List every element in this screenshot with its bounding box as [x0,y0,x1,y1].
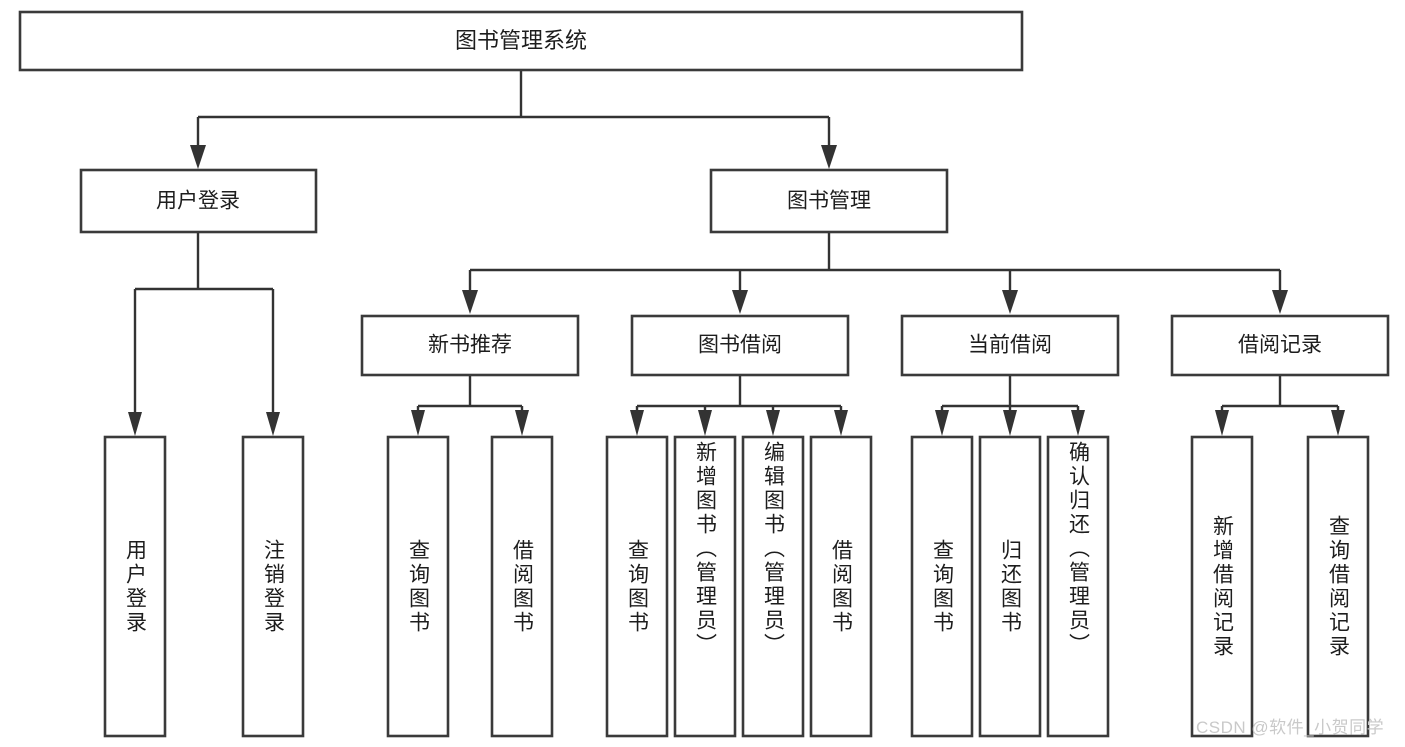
arrow-leaf-query-record [1331,410,1345,436]
node-leaf-logout-login-box[interactable] [241,435,305,738]
node-borrow-record[interactable]: 借阅记录 [1170,314,1390,377]
arrow-to-user-login [190,145,206,169]
node-book-management-label: 图书管理 [787,190,871,213]
node-user-login[interactable]: 用户登录 [79,168,318,234]
arrow-leaf-query-book-2 [630,410,644,436]
connectors-book-borrow-children [630,375,848,436]
leaf-boxes [103,435,1370,738]
arrow-leaf-add-book [698,410,712,436]
arrow-leaf-confirm-return [1071,410,1085,436]
node-leaf-borrow-book-2-box[interactable] [809,435,873,738]
arrow-leaf-borrow-book-1 [515,410,529,436]
arrow-leaf-borrow-book-2 [834,410,848,436]
arrow-to-book-borrow [732,290,748,314]
node-book-management[interactable]: 图书管理 [709,168,949,234]
watermark-text: CSDN @软件_小贺同学 [1196,718,1385,737]
arrow-leaf-add-record [1215,410,1229,436]
arrow-leaf-query-book-3 [935,410,949,436]
node-leaf-add-book-box[interactable] [673,435,737,738]
node-leaf-user-login-box[interactable] [103,435,167,738]
arrow-to-current-borrow [1002,290,1018,314]
connectors-borrow-record-children [1215,375,1345,436]
node-new-book-recommend-box[interactable] [360,314,580,377]
arrow-to-new-book-recommend [462,290,478,314]
node-root[interactable]: 图书管理系统 [18,10,1024,72]
node-user-login-box[interactable] [79,168,318,234]
arrow-to-book-management [821,145,837,169]
node-book-borrow[interactable]: 图书借阅 [630,314,850,377]
node-book-management-box[interactable] [709,168,949,234]
node-leaf-return-book-box[interactable] [978,435,1042,738]
connectors-current-borrow-children [935,375,1085,436]
connectors-new-book-recommend-children [411,375,529,436]
node-borrow-record-box[interactable] [1170,314,1390,377]
node-new-book-recommend[interactable]: 新书推荐 [360,314,580,377]
node-borrow-record-label: 借阅记录 [1238,334,1322,357]
node-book-borrow-box[interactable] [630,314,850,377]
node-new-book-recommend-label: 新书推荐 [428,334,512,357]
connectors-level1 [190,70,837,169]
node-user-login-label: 用户登录 [156,190,240,213]
node-current-borrow-box[interactable] [900,314,1120,377]
arrow-leaf-user-login [128,412,142,436]
node-leaf-query-book-1-box[interactable] [386,435,450,738]
node-leaf-query-book-2-box[interactable] [605,435,669,738]
node-current-borrow[interactable]: 当前借阅 [900,314,1120,377]
node-book-borrow-label: 图书借阅 [698,334,782,357]
node-leaf-confirm-return-box[interactable] [1046,435,1110,738]
node-leaf-edit-book-box[interactable] [741,435,805,738]
arrow-leaf-edit-book [766,410,780,436]
arrow-leaf-query-book-1 [411,410,425,436]
node-leaf-borrow-book-1-box[interactable] [490,435,554,738]
connectors-user-login-children [128,232,280,436]
arrow-leaf-return-book [1003,410,1017,436]
connectors-book-management-children [462,232,1288,314]
node-root-box[interactable] [18,10,1024,72]
node-leaf-add-record-box[interactable] [1190,435,1254,738]
node-root-label: 图书管理系统 [455,28,587,53]
arrow-to-borrow-record [1272,290,1288,314]
node-leaf-query-record-box[interactable] [1306,435,1370,738]
arrow-leaf-logout-login [266,412,280,436]
node-current-borrow-label: 当前借阅 [968,334,1052,357]
node-leaf-query-book-3-box[interactable] [910,435,974,738]
